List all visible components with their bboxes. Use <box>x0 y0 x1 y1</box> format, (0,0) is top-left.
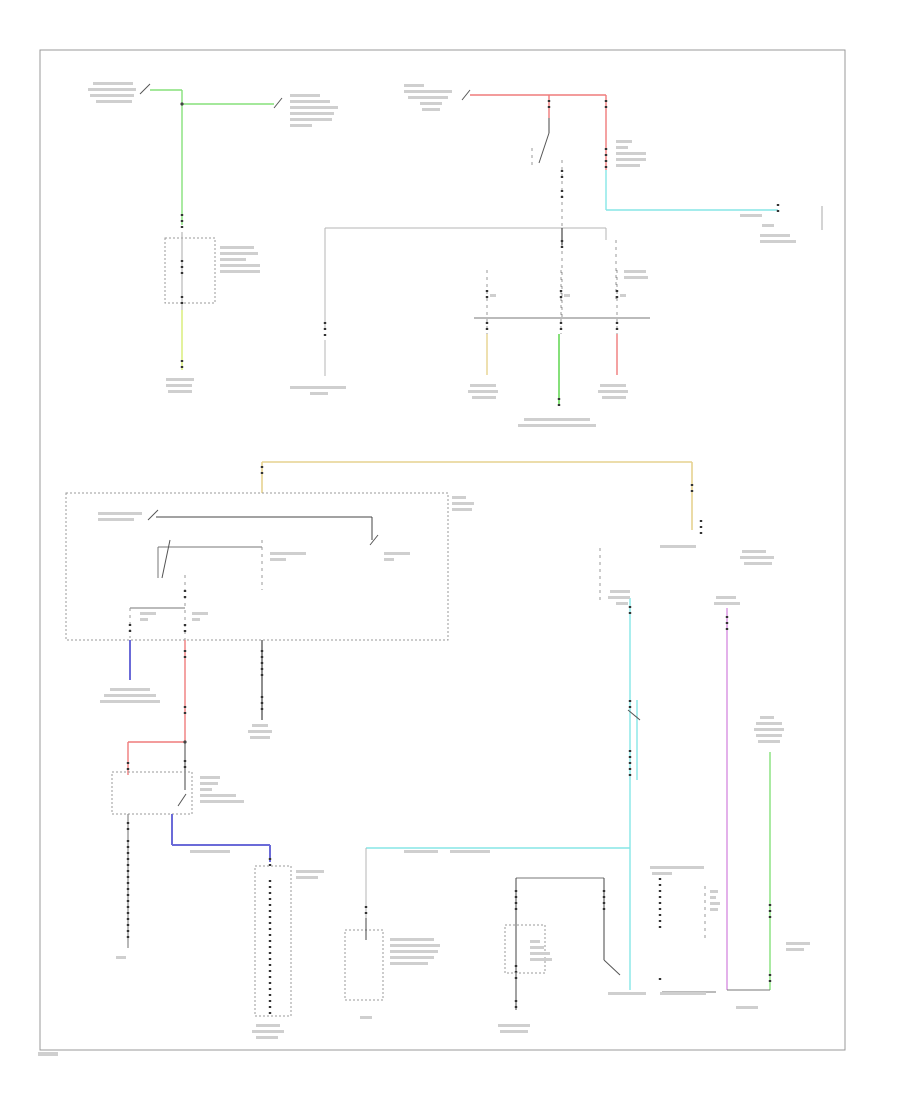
switch-box-bottom <box>254 865 292 1017</box>
lamp-box <box>344 929 384 1001</box>
main-relay-box <box>65 492 449 641</box>
main-relay-block <box>65 492 474 641</box>
footer-code <box>38 1052 58 1056</box>
bottom-middle-circuit <box>344 545 774 1033</box>
fuse-box-bottom <box>504 924 546 974</box>
top-right-circuit <box>290 84 823 427</box>
relay-box-lower <box>111 771 193 815</box>
diagram-frame <box>39 49 846 1051</box>
top-left-circuit <box>88 82 338 393</box>
fuse-box-left <box>164 237 216 304</box>
bottom-right-circuit <box>714 596 810 1009</box>
